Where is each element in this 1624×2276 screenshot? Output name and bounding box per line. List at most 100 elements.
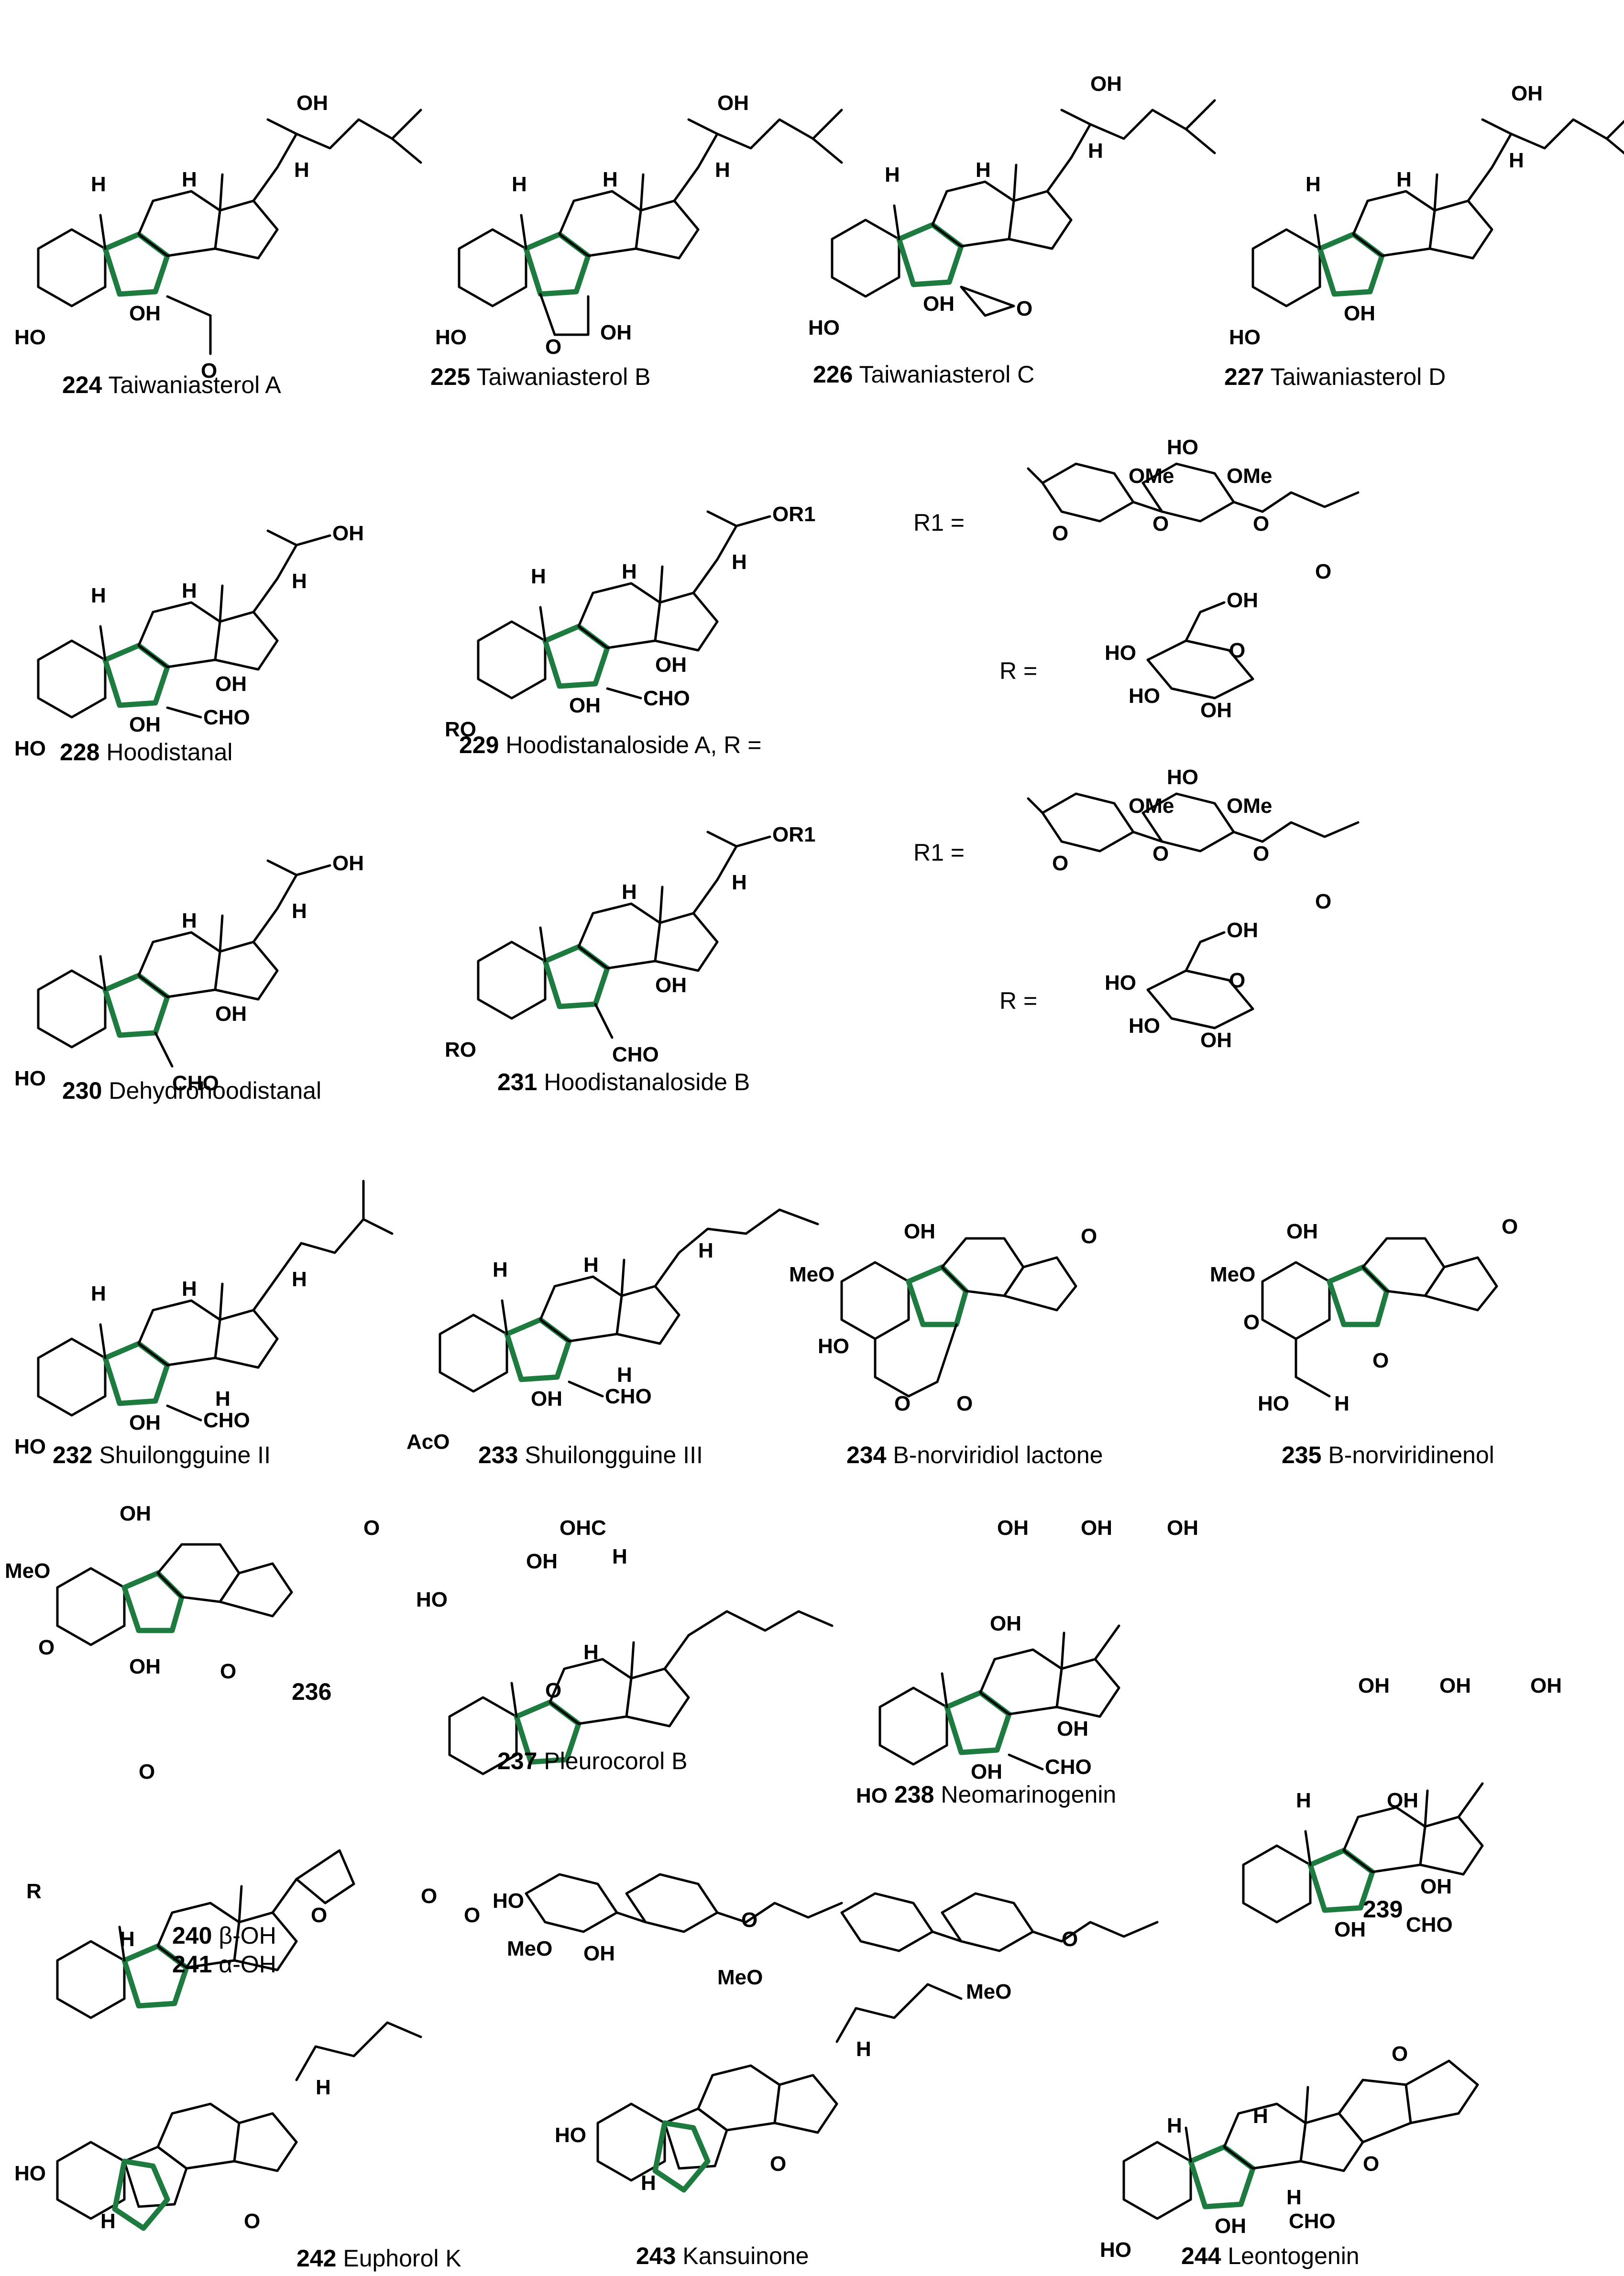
atom-label: OH: [990, 1612, 1021, 1635]
atom-label: OH: [215, 1002, 247, 1026]
atom-label: OH: [1227, 919, 1258, 942]
atom-label: H: [91, 1282, 106, 1305]
atom-label: OH: [526, 1550, 558, 1573]
atom-label: CHO: [1406, 1913, 1453, 1937]
atom-label: O: [139, 1760, 155, 1784]
atom-label: CHO: [1289, 2210, 1336, 2233]
atom-label: OH: [1200, 1029, 1232, 1052]
atom-label: HO: [14, 737, 46, 760]
atom-label: HO: [1105, 971, 1136, 995]
atom-label: H: [1509, 149, 1524, 172]
atom-label: H: [100, 2210, 116, 2233]
atom-label: CHO: [172, 1072, 219, 1095]
atom-label: R: [26, 1880, 42, 1903]
atom-label: O: [1253, 512, 1269, 536]
atom-label: O: [1229, 969, 1245, 992]
atom-label: O: [1229, 639, 1245, 662]
atom-label: OH: [1215, 2214, 1246, 2238]
atom-label: H: [1296, 1789, 1311, 1812]
atom-label: OH: [1227, 589, 1258, 612]
atom-label: OH: [655, 974, 687, 997]
atom-label: H: [292, 899, 307, 923]
atom-label: O: [220, 1660, 236, 1683]
caption-228: 228 Hoodistanal: [60, 739, 232, 766]
atom-label: HO: [856, 1784, 888, 1807]
atom-label: O: [1152, 512, 1169, 536]
caption-236: 236: [292, 1678, 331, 1705]
atom-label: O: [1016, 297, 1032, 320]
atom-label: O: [1052, 852, 1068, 875]
caption-242: 242 Euphorol K: [296, 2245, 461, 2272]
atom-label: OR1: [772, 503, 815, 526]
atom-label: O: [311, 1904, 327, 1927]
compound-229: OR1 H H H OH RO OH CHO: [445, 503, 815, 741]
atom-label: OMe: [1227, 794, 1272, 818]
caption-237: 237 Pleurocorol B: [497, 1748, 688, 1774]
atom-label: MeO: [966, 1980, 1011, 2003]
atom-label: H: [1306, 173, 1321, 196]
caption-225: 225 Taiwaniasterol B: [430, 363, 651, 390]
atom-label: H: [1334, 1392, 1350, 1415]
atom-label: H: [182, 1277, 197, 1301]
atom-label: O: [1062, 1927, 1078, 1951]
atom-label: CHO: [605, 1385, 652, 1408]
atom-label: HO: [1167, 766, 1198, 789]
atom-label: CHO: [612, 1043, 659, 1066]
compound-236: OH MeO O OH O O: [5, 1502, 380, 1683]
atom-label: H: [182, 579, 197, 602]
atom-label: O: [38, 1636, 55, 1659]
atom-label: CHO: [1045, 1755, 1092, 1779]
atom-label: HO: [555, 2123, 586, 2147]
compound-239-sugar-chain: HO MeO OH MeO MeO O O: [493, 1874, 1157, 2003]
atom-label: O: [894, 1392, 911, 1415]
substituent-r-b: R = OH O HO HO OH: [999, 919, 1258, 1052]
atom-label: OMe: [1129, 794, 1174, 818]
atom-label: HO: [14, 2162, 46, 2185]
atom-label: H: [215, 1387, 230, 1411]
atom-label: HO: [1105, 641, 1136, 665]
atom-label: OH: [129, 1411, 161, 1434]
atom-label: OH: [569, 694, 601, 717]
atom-label: H: [182, 168, 197, 191]
atom-label: OHC: [560, 1516, 606, 1540]
substituent-r-a: R = OH O HO HO OH: [999, 589, 1258, 722]
atom-label: H: [617, 1363, 632, 1387]
atom-label: MeO: [717, 1966, 763, 1989]
atom-label: AcO: [406, 1430, 450, 1454]
atom-label: OH: [1439, 1674, 1471, 1697]
atom-label: HO: [435, 326, 467, 349]
caption-241: 241 α-OH: [172, 1951, 276, 1978]
atom-label: OH: [1420, 1875, 1452, 1898]
atom-label: H: [292, 1268, 307, 1291]
atom-label: O: [1152, 842, 1169, 865]
atom-label: CHO: [203, 706, 250, 729]
atom-label: HO: [1167, 436, 1198, 459]
caption-231: 231 Hoodistanaloside B: [497, 1069, 750, 1095]
compound-242: HO H H O: [14, 2021, 422, 2233]
atom-label: HO: [14, 326, 46, 349]
compound-232: H H H H HO OH CHO: [14, 1180, 394, 1458]
atom-label: H: [698, 1239, 713, 1262]
atom-label: O: [956, 1392, 973, 1415]
atom-label: H: [622, 560, 637, 583]
caption-239: 239: [1363, 1896, 1403, 1923]
atom-label: OH: [1081, 1516, 1112, 1540]
atom-label: H: [603, 168, 618, 191]
caption-238: 238 Neomarinogenin: [894, 1781, 1116, 1808]
caption-229: 229 Hoodistanaloside A, R =: [459, 732, 761, 758]
atom-label: OH: [1387, 1789, 1418, 1812]
atom-label: H: [641, 2171, 656, 2195]
atom-label: H: [292, 569, 307, 593]
compound-239: OH OH OH H OH OH OH CHO: [1243, 1674, 1562, 1941]
caption-230: 230 Dehydrohoodistanal: [62, 1077, 321, 1104]
atom-label: OH: [129, 302, 161, 325]
atom-label: H: [583, 1641, 599, 1664]
atom-label: HO: [14, 1067, 46, 1090]
atom-label: OH: [600, 321, 632, 344]
compound-224: OH H H H HO OH O: [14, 91, 421, 383]
caption-234: 234 B-norviridiol lactone: [846, 1442, 1103, 1468]
atom-label: H: [294, 158, 309, 182]
atom-label: OH: [1511, 82, 1543, 105]
atom-label: H: [715, 158, 730, 182]
